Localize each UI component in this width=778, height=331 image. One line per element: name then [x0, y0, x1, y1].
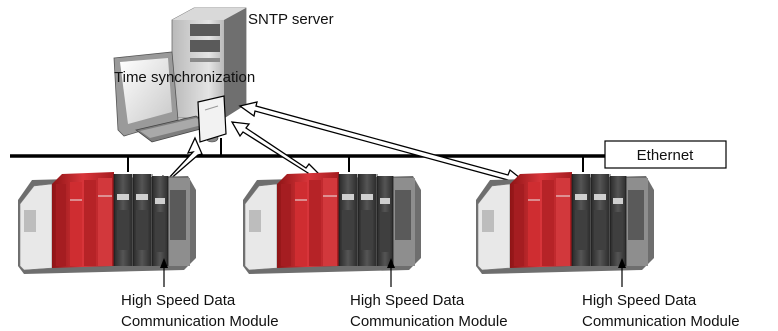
module-pointer-2 — [387, 258, 395, 287]
ethernet-label-box: Ethernet — [604, 140, 727, 169]
time-sync-label: Time synchronization — [114, 69, 255, 86]
plc-rack-2 — [242, 171, 422, 275]
module-3-label-line2: Communication Module — [582, 313, 740, 330]
server-label: SNTP server — [248, 11, 334, 28]
module-1-label-line1: High Speed Data — [121, 292, 236, 309]
ethernet-label: Ethernet — [637, 147, 695, 164]
plc-rack-1 — [17, 171, 197, 275]
module-pointer-3 — [618, 258, 626, 287]
plc-rack-3 — [475, 171, 655, 275]
sync-arrow-3 — [238, 101, 527, 186]
module-1-label-line2: Communication Module — [121, 313, 279, 330]
ethernet-bus — [10, 138, 610, 172]
sync-arrow-2 — [230, 121, 325, 179]
module-2-label-line1: High Speed Data — [350, 292, 465, 309]
module-2-label-line2: Communication Module — [350, 313, 508, 330]
module-3-label-line1: High Speed Data — [582, 292, 697, 309]
module-pointer-1 — [160, 258, 168, 287]
server-computer-icon — [113, 7, 247, 143]
